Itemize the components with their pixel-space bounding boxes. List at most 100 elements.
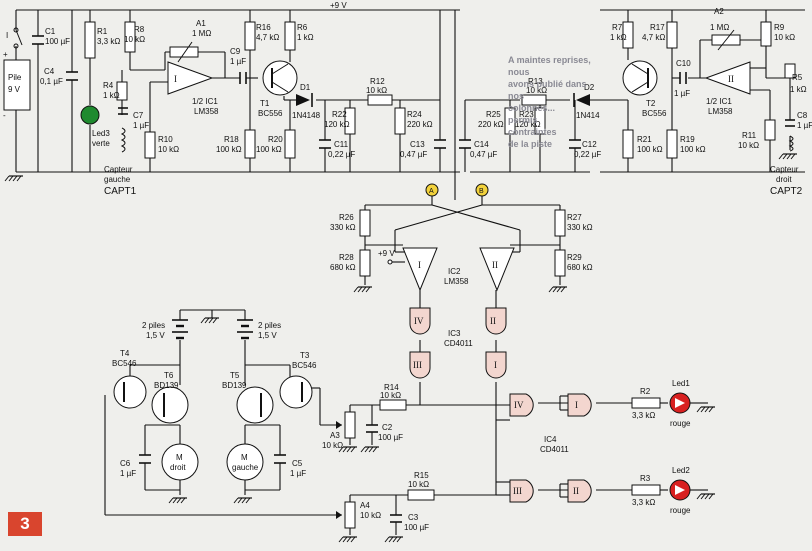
- bat-left-line2: 1,5 V: [146, 331, 165, 340]
- r4-name: R4: [103, 81, 114, 90]
- c4-value: 0,1 µF: [40, 77, 63, 86]
- resistor-r9: [760, 21, 772, 47]
- resistor-r28: [359, 249, 371, 277]
- transistor-t2-icon: [622, 60, 658, 96]
- r10-value: 10 kΩ: [158, 145, 179, 154]
- ground-icon: [233, 497, 253, 504]
- bleed-line: colonnes...: [508, 103, 556, 113]
- d1-name: D1: [300, 83, 311, 92]
- rail-label: +9 V: [330, 1, 347, 10]
- r11-value: 10 kΩ: [738, 141, 759, 150]
- r13-value: 10 kΩ: [526, 86, 547, 95]
- m-left-line2: gauche: [232, 463, 259, 472]
- ic3-gate-iii: III: [413, 360, 422, 370]
- r25-value: 220 kΩ: [478, 120, 504, 129]
- capt2-line2: droit: [776, 175, 792, 184]
- wiring: [15, 9, 805, 535]
- comparator-ic2-unit2: [479, 247, 515, 292]
- r7-value: 1 kΩ: [610, 33, 627, 42]
- c5-name: C5: [292, 459, 303, 468]
- t6-name: T6: [164, 371, 174, 380]
- r21-name: R21: [637, 135, 652, 144]
- ic3-gate-ii: II: [490, 316, 496, 326]
- r27-value: 330 kΩ: [567, 223, 593, 232]
- ground-icon: [778, 153, 798, 160]
- capt1-line2: gauche: [104, 175, 131, 184]
- ground-icon: [360, 446, 380, 453]
- resistor-r6: [284, 21, 296, 51]
- m-right-line2: droit: [170, 463, 186, 472]
- resistor-r23: [534, 107, 546, 135]
- ground-icon: [353, 286, 373, 293]
- r1-value: 3,3 kΩ: [97, 37, 120, 46]
- t3-part: BC546: [292, 361, 317, 370]
- t4-name: T4: [120, 349, 130, 358]
- transistor-t4-icon: [113, 375, 147, 409]
- r22-name: R22: [332, 110, 347, 119]
- opamp-left-name: 1/2 IC1: [192, 97, 218, 106]
- r5-name: R5: [792, 73, 803, 82]
- bleed-line: contraintes: [508, 127, 557, 137]
- r3-name: R3: [640, 474, 651, 483]
- c5-value: 1 µF: [290, 469, 306, 478]
- t1-name: T1: [260, 99, 270, 108]
- resistor-r13: [521, 94, 547, 106]
- ic3-part: CD4011: [444, 339, 473, 348]
- a2-name: A2: [714, 7, 724, 16]
- r15-name: R15: [414, 471, 429, 480]
- trimmer-a1: [169, 46, 199, 58]
- gate-ic3-ii: [485, 307, 507, 335]
- ground-icon: [338, 536, 358, 543]
- resistor-r11: [764, 119, 776, 141]
- resistor-r24: [394, 107, 406, 135]
- switch-label: I: [6, 31, 8, 40]
- c4-name: C4: [44, 67, 55, 76]
- gate-ic3-iii: [409, 351, 431, 379]
- c1-name: C1: [45, 27, 56, 36]
- r20-value: 100 kΩ: [256, 145, 282, 154]
- transistor-t3-icon: [279, 375, 313, 409]
- r10-name: R10: [158, 135, 173, 144]
- c3-name: C3: [408, 513, 419, 522]
- comparator-supply-label: +9 V: [378, 249, 395, 258]
- r21-value: 100 kΩ: [637, 145, 663, 154]
- led2-color: rouge: [670, 506, 691, 515]
- resistor-r14: [379, 399, 407, 411]
- c6-value: 1 µF: [120, 469, 136, 478]
- c10-value: 1 µF: [674, 89, 690, 98]
- resistor-r1: [84, 21, 96, 59]
- resistor-r2: [631, 397, 661, 409]
- r3-value: 3,3 kΩ: [632, 498, 655, 507]
- motor-left-icon: [226, 443, 264, 481]
- r29-value: 680 kΩ: [567, 263, 593, 272]
- r1-name: R1: [97, 27, 108, 36]
- transistor-t5-icon: [236, 386, 274, 424]
- c13-value: 0,47 µF: [400, 150, 427, 159]
- a3-name: A3: [330, 431, 340, 440]
- battery-name: Pile: [8, 73, 22, 82]
- a4-value: 10 kΩ: [360, 511, 381, 520]
- ground-icon: [384, 536, 404, 543]
- resistor-r17: [666, 21, 678, 49]
- ic3-gate-i: I: [494, 360, 497, 370]
- opamp-left-unit: I: [174, 74, 177, 84]
- d2-name: D2: [584, 83, 595, 92]
- r29-name: R29: [567, 253, 582, 262]
- r28-value: 680 kΩ: [330, 263, 356, 272]
- resistor-r12: [367, 94, 393, 106]
- r18-value: 100 kΩ: [216, 145, 242, 154]
- r26-value: 330 kΩ: [330, 223, 356, 232]
- gate-ic4-i: [567, 393, 592, 417]
- r2-value: 3,3 kΩ: [632, 411, 655, 420]
- ic4-gate-i: I: [575, 400, 578, 410]
- battery-9v: [3, 59, 31, 111]
- c12-value: 0,22 µF: [574, 150, 601, 159]
- led3-green-icon: [80, 105, 100, 125]
- resistor-r18: [244, 129, 256, 159]
- ic4-gate-iv: IV: [514, 400, 524, 410]
- node-a-label: A: [429, 188, 434, 195]
- gate-ic3-iv: [409, 307, 431, 335]
- opamp-left-part: LM358: [194, 107, 219, 116]
- opamp-right-unit: II: [728, 74, 734, 84]
